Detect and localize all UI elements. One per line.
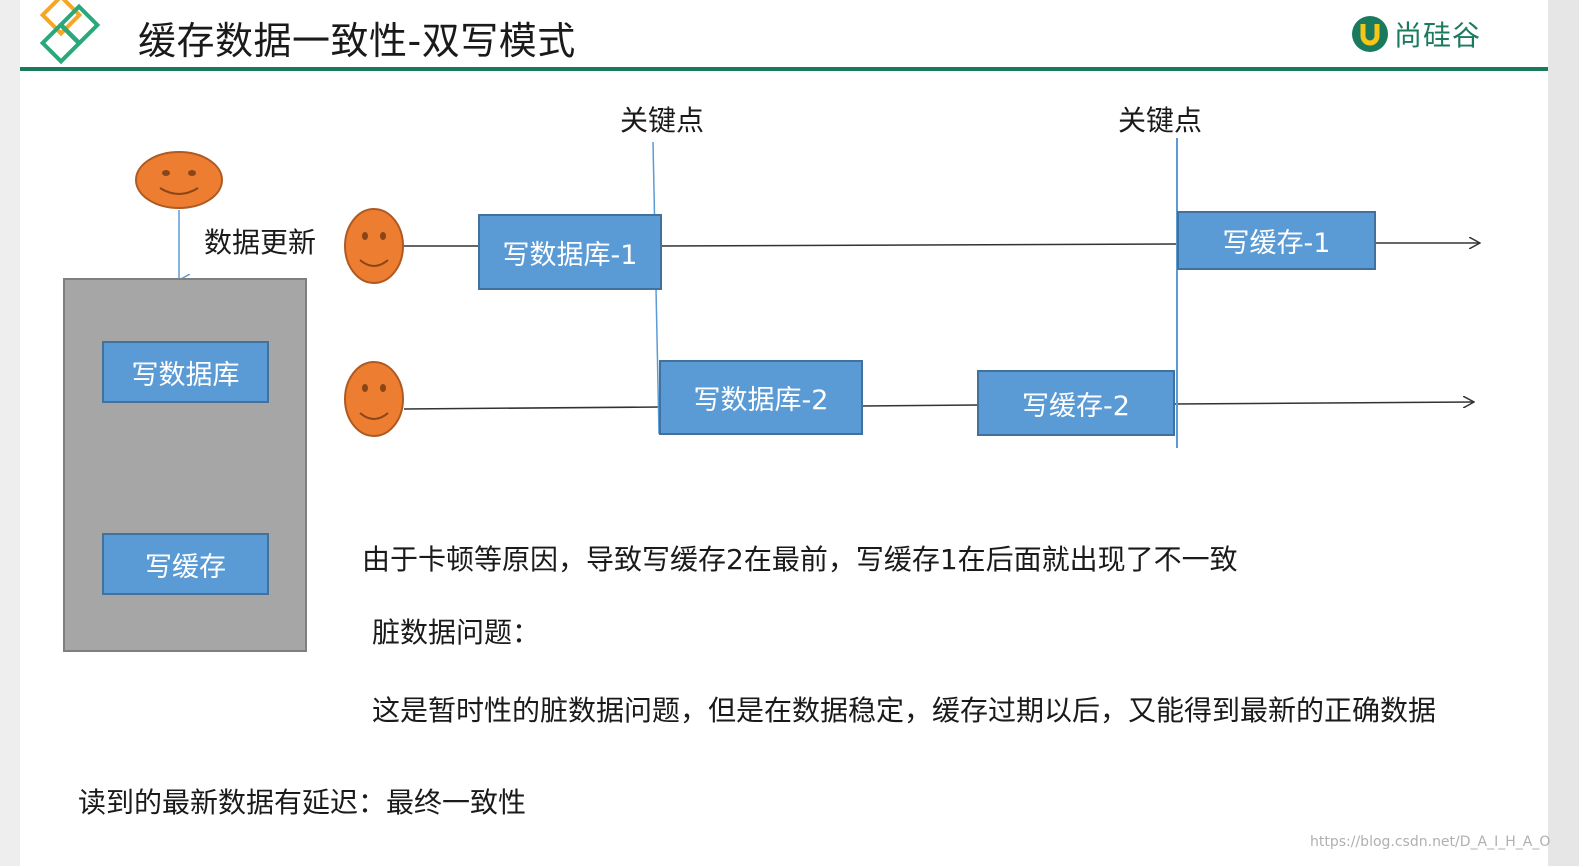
thread-1-face-icon — [344, 208, 404, 284]
brand-u-icon — [1352, 16, 1388, 52]
update-label: 数据更新 — [204, 226, 317, 259]
note-temporary-dirty-data: 这是暂时性的脏数据问题，但是在数据稳定，缓存过期以后，又能得到最新的正确数据 — [372, 694, 1437, 727]
write-cache-step: 写缓存 — [102, 533, 269, 595]
thread-1-write-cache: 写缓存-1 — [1177, 211, 1376, 270]
note-inconsistency: 由于卡顿等原因，导致写缓存2在最前，写缓存1在后面就出现了不一致 — [362, 543, 1238, 576]
brand-name: 尚硅谷 — [1394, 19, 1482, 52]
user-face-icon — [135, 151, 223, 209]
thread-2-write-cache: 写缓存-2 — [977, 370, 1175, 436]
thread-2-arrow — [1173, 402, 1474, 404]
key-point-label-2: 关键点 — [1118, 104, 1203, 137]
brand-logo: 尚硅谷 — [1350, 14, 1481, 54]
watermark: https://blog.csdn.net/D_A_I_H_A_O — [1310, 834, 1551, 850]
thread-2-write-db: 写数据库-2 — [659, 360, 863, 435]
thread-2-line-a — [403, 406, 661, 410]
logo-diamonds-icon — [39, 0, 101, 65]
thread-1-write-db: 写数据库-1 — [478, 214, 662, 290]
thread-1-line-b — [660, 243, 1178, 247]
key-point-label-1: 关键点 — [620, 104, 705, 137]
note-dirty-data-heading: 脏数据问题： — [372, 616, 541, 649]
title-divider — [20, 67, 1548, 71]
thread-2-face-icon — [344, 361, 404, 437]
page-title: 缓存数据一致性-双写模式 — [138, 19, 576, 63]
scroll-gutter — [1548, 0, 1579, 866]
thread-2-line-b — [861, 404, 979, 407]
write-db-step: 写数据库 — [102, 341, 269, 403]
note-eventual-consistency: 读到的最新数据有延迟：最终一致性 — [78, 786, 527, 819]
process-container — [63, 278, 307, 652]
